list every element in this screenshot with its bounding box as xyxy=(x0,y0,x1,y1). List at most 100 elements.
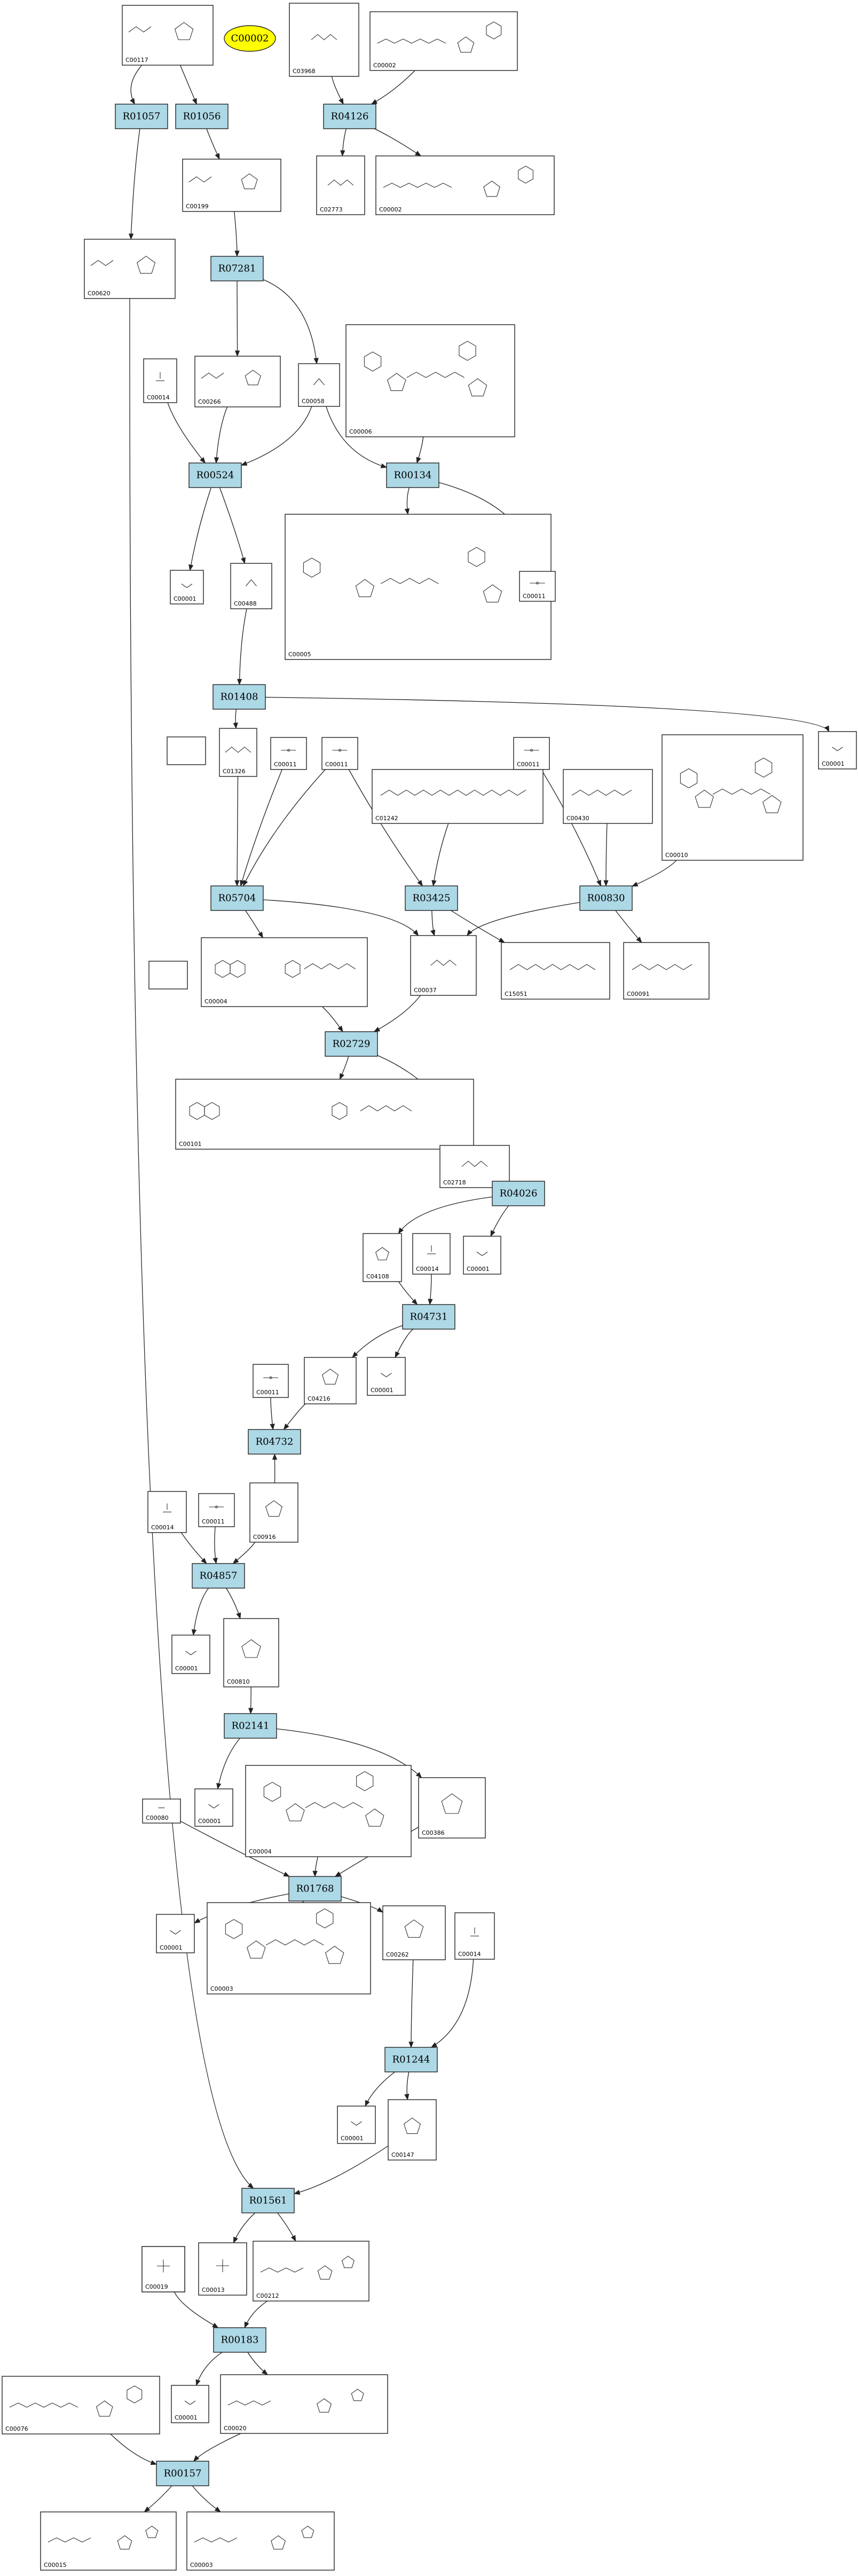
compound-node[interactable]: C00001 xyxy=(818,731,857,769)
compound-node[interactable]: C00014 xyxy=(143,358,177,403)
reaction-node[interactable]: R04026 xyxy=(492,1181,545,1206)
reaction-node[interactable]: R04731 xyxy=(402,1304,455,1330)
compound-node[interactable]: C00001 xyxy=(367,1357,406,1396)
compound-node[interactable]: C00011 xyxy=(198,1493,235,1527)
compound-node[interactable]: C04216 xyxy=(304,1357,357,1404)
reaction-edge xyxy=(283,1403,306,1430)
compound-node[interactable]: C01326 xyxy=(219,728,257,777)
compound-node[interactable]: C00006 xyxy=(345,324,515,437)
compound-node[interactable]: C00001 xyxy=(171,1635,210,1674)
reaction-node[interactable]: R04857 xyxy=(192,1563,245,1589)
compound-node[interactable]: C00013 xyxy=(198,2242,247,2296)
compound-node[interactable]: C00001 xyxy=(463,1236,501,1275)
compound-node[interactable]: C00810 xyxy=(223,1618,279,1687)
reaction-node[interactable]: R04732 xyxy=(248,1429,301,1455)
reaction-node[interactable]: R02729 xyxy=(325,1031,378,1057)
reaction-node[interactable]: R00183 xyxy=(213,2327,266,2353)
reaction-node[interactable]: R04126 xyxy=(323,104,376,129)
structure-drawing xyxy=(509,964,596,970)
compound-node[interactable]: C00262 xyxy=(382,1905,446,1960)
reaction-edge xyxy=(404,2071,410,2101)
compound-box xyxy=(501,942,610,1000)
compound-node[interactable]: C00212 xyxy=(253,2241,369,2302)
compound-box xyxy=(122,5,214,66)
compound-node[interactable]: C00004 xyxy=(245,1765,412,1857)
reaction-edge xyxy=(398,1196,493,1234)
reaction-node[interactable]: R00830 xyxy=(579,885,633,911)
compound-node[interactable]: C00080 xyxy=(142,1799,181,1824)
reaction-edge xyxy=(408,1959,414,2048)
compound-node[interactable]: C03968 xyxy=(289,3,359,77)
compound-node[interactable]: C02773 xyxy=(316,155,365,215)
structure-drawing xyxy=(184,2400,196,2405)
structure-drawing xyxy=(375,1247,389,1261)
reaction-node[interactable]: R01768 xyxy=(288,1876,342,1902)
reaction-node[interactable]: R00157 xyxy=(156,2461,209,2486)
reaction-node[interactable]: R01056 xyxy=(175,104,229,129)
structure-drawing xyxy=(571,789,632,796)
compound-node[interactable]: C00488 xyxy=(230,563,272,609)
reaction-edge xyxy=(265,697,830,733)
compound-node[interactable]: C00014 xyxy=(454,1912,495,1960)
compound-node[interactable]: C00014 xyxy=(412,1233,451,1275)
reaction-node[interactable]: R02141 xyxy=(224,1713,277,1739)
compound-node[interactable]: C00001 xyxy=(337,2106,376,2144)
compound-node[interactable]: C00916 xyxy=(249,1482,298,1543)
compound-box xyxy=(201,937,368,1007)
compound-id-label: C00003 xyxy=(190,2562,213,2569)
reaction-id-label: R05704 xyxy=(218,893,256,904)
reaction-node[interactable]: R07281 xyxy=(210,256,264,281)
compound-node[interactable]: C00002 xyxy=(369,11,518,71)
compound-node[interactable]: C00058 xyxy=(298,363,340,407)
reaction-node[interactable]: R03425 xyxy=(405,885,458,911)
reaction-node[interactable]: R01408 xyxy=(212,684,266,710)
compound-node[interactable]: C00014 xyxy=(147,1491,187,1533)
compound-node[interactable]: C00266 xyxy=(194,356,281,407)
compound-node[interactable]: C00037 xyxy=(410,935,477,996)
compound-node[interactable]: C00430 xyxy=(563,769,653,824)
compound-node[interactable]: C00003 xyxy=(186,2511,335,2571)
compound-node[interactable]: C00011 xyxy=(270,737,307,770)
compound-node[interactable]: C00117 xyxy=(122,5,214,66)
compound-node[interactable]: C04108 xyxy=(363,1233,402,1282)
compound-node[interactable]: C00147 xyxy=(388,2099,437,2161)
reaction-node[interactable]: R01561 xyxy=(241,2188,295,2213)
reaction-node[interactable]: R00134 xyxy=(386,462,439,488)
compound-node[interactable]: C00001 xyxy=(171,2385,209,2423)
compound-id-label: C00001 xyxy=(174,595,196,602)
highlighted-compound[interactable]: C00002 xyxy=(224,25,276,52)
compound-node[interactable]: C00004 xyxy=(201,937,368,1007)
reaction-box xyxy=(492,1181,545,1206)
structure-drawing xyxy=(194,2525,314,2550)
compound-node[interactable]: C15051 xyxy=(501,942,610,1000)
reaction-node[interactable]: R01244 xyxy=(384,2047,438,2072)
reaction-box xyxy=(248,1429,301,1455)
compound-node[interactable]: C00020 xyxy=(220,2374,388,2434)
compound-node[interactable]: C00011 xyxy=(513,737,550,770)
compound-node[interactable]: C00011 xyxy=(253,1364,289,1398)
compound-node[interactable]: C00005 xyxy=(285,514,552,660)
compound-node[interactable]: C00011 xyxy=(321,737,358,770)
compound-node[interactable]: C00011 xyxy=(519,571,556,602)
compound-node[interactable]: C00199 xyxy=(182,159,281,212)
compound-node[interactable]: C00076 xyxy=(2,2376,160,2434)
compound-node[interactable]: C00002 xyxy=(375,155,555,215)
compound-node[interactable]: C00001 xyxy=(194,1788,233,1827)
compound-node[interactable]: C00101 xyxy=(175,1079,474,1150)
compound-node[interactable]: C01242 xyxy=(372,769,544,824)
compound-node[interactable]: C00015 xyxy=(40,2511,177,2571)
compound-node[interactable]: C00003 xyxy=(207,1902,371,1994)
compound-node[interactable]: C02718 xyxy=(439,1145,510,1188)
compound-node[interactable]: C00620 xyxy=(84,239,176,299)
compound-node[interactable]: C00010 xyxy=(662,734,804,861)
reaction-node[interactable]: R05704 xyxy=(210,885,264,911)
reaction-node[interactable]: R01057 xyxy=(115,104,168,129)
compound-node[interactable]: C00001 xyxy=(156,1914,195,1953)
compound-box xyxy=(321,737,358,770)
reaction-node[interactable]: R00524 xyxy=(188,462,242,488)
compound-node[interactable]: C00091 xyxy=(623,942,710,1000)
compound-node[interactable]: C00001 xyxy=(170,570,204,604)
compound-node[interactable]: C00386 xyxy=(418,1777,486,1839)
structure-drawing xyxy=(189,1102,412,1120)
compound-node[interactable]: C00019 xyxy=(141,2246,185,2292)
